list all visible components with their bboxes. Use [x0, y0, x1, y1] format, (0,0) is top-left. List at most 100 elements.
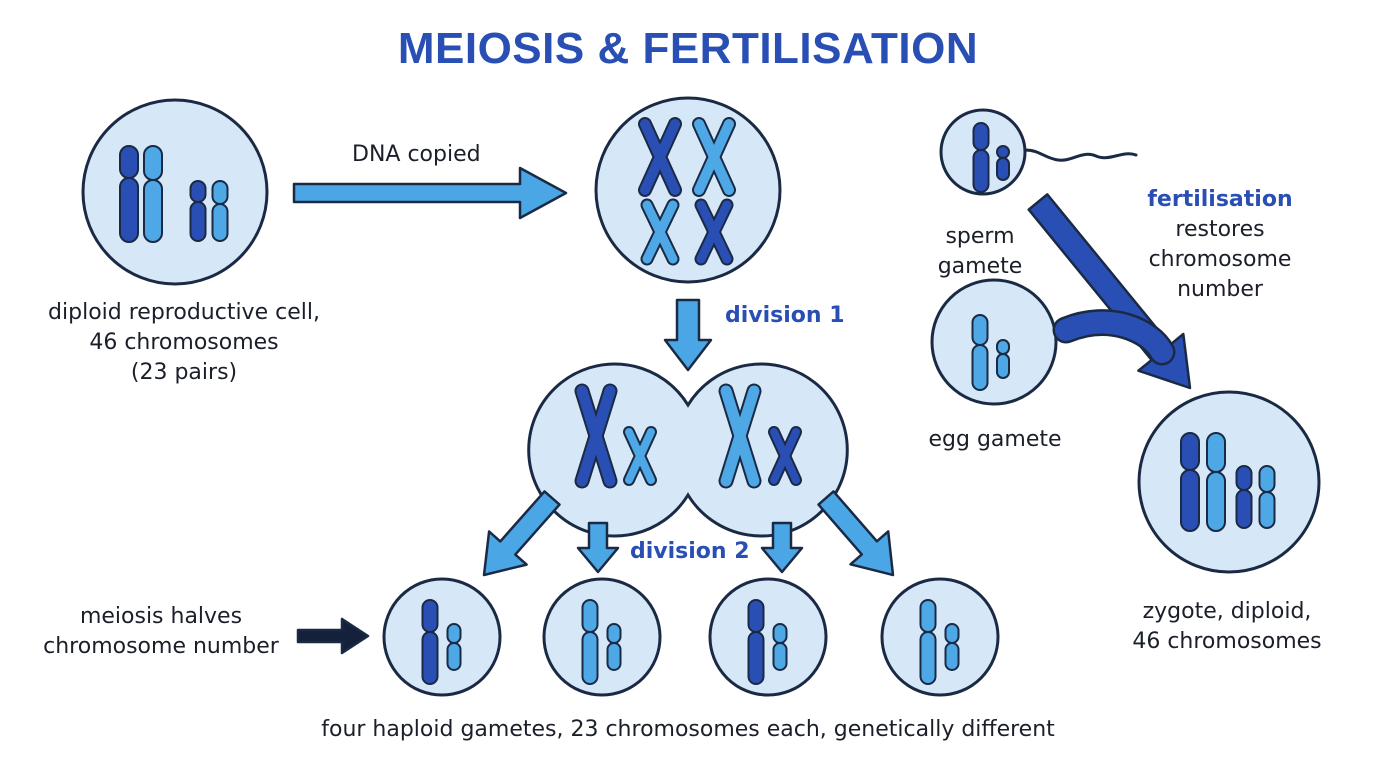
chromosome-diploid-long-2-arm-top	[143, 145, 163, 181]
label-four-gametes: four haploid gametes, 23 chromosomes eac…	[321, 717, 1055, 742]
chromosome-gamete-3-short-arm-top	[772, 623, 788, 644]
chromosome-gamete-2-short-arm-bottom	[606, 642, 622, 671]
label-restores-line-2: chromosome	[1148, 247, 1292, 272]
chromosome-zygote-long-2-arm-bottom	[1206, 471, 1226, 532]
chromosome-zygote-short-2-arm-bottom	[1258, 491, 1276, 529]
chromosome-replicated-4	[694, 198, 734, 266]
chromosome-gamete-4-short	[944, 623, 960, 671]
chromosome-gamete-3-short	[772, 623, 788, 671]
chromosome-replicated-4-chromatid-b	[696, 200, 732, 264]
chromosome-diploid-long-1-arm-top	[119, 145, 139, 179]
chromosome-diploid-short-1	[189, 180, 207, 242]
chromosome-replicated-1	[638, 117, 682, 197]
label-meiosis-halves: meiosis halves chromosome number	[30, 602, 292, 662]
chromosome-sperm-short	[996, 145, 1010, 181]
label-diploid-line-1: diploid reproductive cell,	[48, 300, 320, 325]
sperm-tail	[1023, 148, 1138, 162]
chromosome-gamete-2-short	[606, 623, 622, 671]
haploid-gamete-3	[708, 577, 828, 697]
label-sperm-line-2: gamete	[937, 254, 1023, 279]
arrow-division-2-c	[760, 521, 804, 574]
chromosome-zygote-long-2	[1206, 432, 1226, 532]
chromosome-diploid-short-2	[211, 180, 229, 242]
chromosome-gamete-1-long-arm-bottom	[421, 631, 439, 685]
chromosome-diploid-short-2-arm-top	[211, 180, 229, 205]
chromosome-zygote-short-1-arm-top	[1235, 465, 1253, 491]
chromosome-zygote-long-1	[1180, 432, 1200, 532]
chromosome-gamete-1-long-arm-top	[421, 599, 439, 633]
chromosome-zygote-short-1	[1235, 465, 1253, 529]
label-diploid-cell: diploid reproductive cell, 46 chromosome…	[28, 298, 340, 388]
chromosome-diploid-short-2-arm-bottom	[211, 203, 229, 242]
chromosome-gamete-4-short-arm-top	[944, 623, 960, 644]
arrows-layer	[292, 166, 1192, 655]
chromosome-zygote-short-1-arm-bottom	[1235, 489, 1253, 529]
chromosome-zygote-short-2-arm-top	[1258, 465, 1276, 493]
chromosome-egg-long-arm-top	[971, 314, 989, 346]
label-zygote: zygote, diploid, 46 chromosomes	[1112, 597, 1342, 657]
chromosome-diploid-short-1-arm-top	[189, 180, 207, 203]
chromosome-gamete-2-long-arm-bottom	[581, 631, 599, 685]
haploid-gamete-2	[542, 577, 662, 697]
arrow-division-2-b	[576, 521, 620, 574]
chromosome-egg-short-arm-bottom	[996, 353, 1010, 379]
chromosome-egg-long-arm-bottom	[971, 344, 989, 391]
label-restores-line-3: number	[1177, 277, 1263, 302]
chromosome-diploid-long-2-arm-bottom	[143, 179, 163, 243]
label-egg-gamete: egg gamete	[928, 427, 1062, 452]
diagram-title: MEIOSIS & FERTILISATION	[397, 24, 979, 73]
chromosome-diploid-long-1	[119, 145, 139, 243]
chromosome-gamete-1-short-arm-top	[446, 623, 462, 644]
chromosome-diploid-long-2	[143, 145, 163, 243]
label-restores-line-1: restores	[1175, 217, 1265, 242]
chromosome-gamete-3-long	[747, 599, 765, 685]
chromosome-gamete-3-short-arm-bottom	[772, 642, 788, 671]
chromosome-gamete-1-long	[421, 599, 439, 685]
chromosome-diploid-short-1-arm-bottom	[189, 201, 207, 242]
arrow-egg-join	[1055, 311, 1173, 363]
chromosome-dividing-left-1	[574, 383, 618, 489]
haploid-gamete-4	[880, 577, 1000, 697]
zygote-cell	[1137, 390, 1321, 574]
chromosome-egg-short-arm-top	[996, 339, 1010, 355]
chromosome-zygote-long-1-arm-top	[1180, 432, 1200, 471]
chromosome-sperm-long-arm-top	[972, 122, 990, 151]
label-sperm-gamete: sperm gamete	[935, 222, 1025, 282]
chromosome-diploid-long-1-arm-bottom	[119, 177, 139, 243]
chromosome-gamete-4-short-arm-bottom	[944, 642, 960, 671]
label-division-2: division 2	[630, 539, 750, 564]
chromosome-gamete-2-long	[581, 599, 599, 685]
chromosome-replicated-2	[692, 117, 736, 197]
chromosome-replicated-2-chromatid-b	[694, 119, 734, 195]
chromosome-sperm-long-arm-bottom	[972, 149, 990, 193]
chromosome-dividing-right-2	[768, 426, 802, 486]
chromosome-egg-long	[971, 314, 989, 391]
chromosome-dividing-left-1-chromatid-b	[576, 385, 616, 487]
chromosome-replicated-3-chromatid-b	[642, 200, 678, 264]
chromosome-gamete-4-long-arm-bottom	[919, 631, 937, 685]
arrow-dna-copied	[292, 166, 568, 220]
chromosome-zygote-long-2-arm-top	[1206, 432, 1226, 473]
chromosomes-layer	[119, 117, 1276, 685]
chromosome-gamete-2-short-arm-top	[606, 623, 622, 644]
chromosome-gamete-4-long-arm-top	[919, 599, 937, 633]
chromosome-zygote-long-1-arm-bottom	[1180, 469, 1200, 532]
chromosome-egg-short	[996, 339, 1010, 379]
label-sperm-line-1: sperm	[945, 224, 1015, 249]
chromosome-sperm-long	[972, 122, 990, 193]
arrow-meiosis-halves	[296, 617, 370, 655]
chromosome-dividing-right-2-chromatid-b	[770, 428, 800, 484]
label-zygote-line-2: 46 chromosomes	[1132, 629, 1322, 654]
chromosome-sperm-short-arm-top	[996, 145, 1010, 159]
label-meiosis-line-2: chromosome number	[43, 634, 279, 659]
chromosome-dividing-right-1-chromatid-b	[720, 385, 760, 487]
chromosome-gamete-2-long-arm-top	[581, 599, 599, 633]
chromosome-gamete-1-short	[446, 623, 462, 671]
arrow-division-2-a	[482, 490, 561, 577]
replicated-cell	[594, 96, 782, 284]
chromosome-sperm-short-arm-bottom	[996, 157, 1010, 181]
chromosome-gamete-3-long-arm-bottom	[747, 631, 765, 685]
label-diploid-line-3: (23 pairs)	[130, 360, 238, 385]
